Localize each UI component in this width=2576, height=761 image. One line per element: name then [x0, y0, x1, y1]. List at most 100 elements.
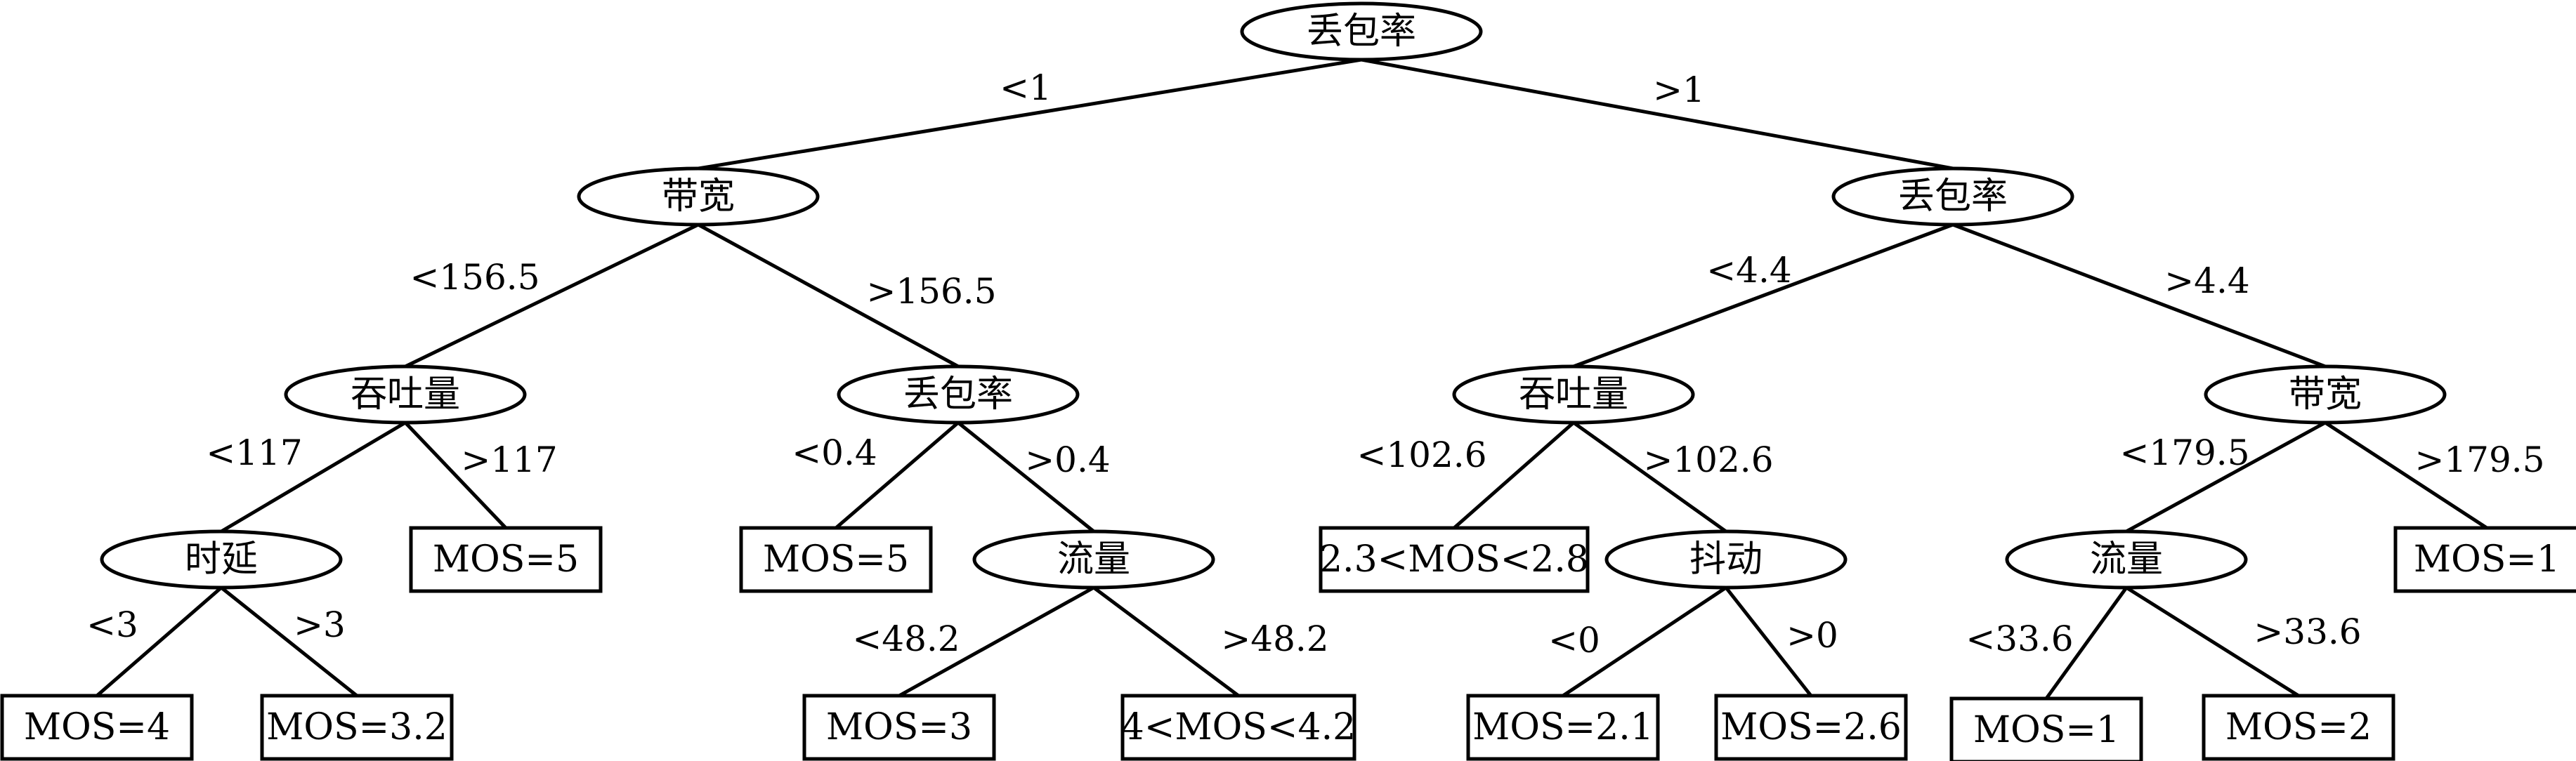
edge-label-n4-n10: >0.4: [1025, 439, 1110, 480]
edge-label-n10-n17: <48.2: [852, 618, 960, 659]
split-node-n2: 丢包率: [1831, 166, 2074, 227]
edge-label-n0-n1: <1: [1000, 67, 1052, 108]
node-label: MOS=3: [826, 706, 972, 748]
node-label: 丢包率: [903, 373, 1013, 416]
edge-label-n10-n18: >48.2: [1221, 618, 1328, 659]
node-label: MOS=5: [763, 538, 909, 581]
edge-line-n5-n12: [1572, 421, 1727, 534]
leaf-node-n17: MOS=3: [802, 694, 996, 761]
edge-line-n3-n7: [220, 421, 407, 534]
leaf-box: [1949, 696, 2143, 761]
leaf-node-n8: MOS=5: [409, 526, 603, 593]
edge-label-n6-n14: >179.5: [2414, 439, 2544, 480]
edge-label-n7-n15: <3: [86, 604, 138, 645]
edge-line-n4-n9: [835, 421, 960, 529]
leaf-node-n16: MOS=3.2: [260, 694, 454, 761]
node-label: MOS=1: [1973, 709, 2119, 751]
edge-line-n2-n5: [1573, 223, 1954, 369]
node-label: MOS=1: [2414, 538, 2560, 581]
node-label: 带宽: [662, 176, 735, 218]
edge-label-n0-n2: >1: [1653, 70, 1705, 110]
edge-label-n3-n8: >117: [461, 439, 557, 480]
edge-label-n1-n4: >156.5: [866, 271, 996, 312]
split-node-n3: 吞吐量: [284, 364, 527, 425]
split-ellipse: [2005, 529, 2248, 590]
split-ellipse: [1604, 529, 1848, 590]
split-ellipse: [1240, 1, 1483, 62]
edge-line-n13-n22: [2125, 585, 2300, 698]
node-label: 带宽: [2289, 373, 2362, 416]
leaf-box: [2202, 694, 2395, 761]
leaf-node-n9: MOS=5: [739, 526, 933, 593]
node-label: 时延: [185, 538, 258, 581]
edge-label-n5-n11: <102.6: [1356, 435, 1486, 475]
split-node-n1: 带宽: [577, 166, 820, 227]
edge-line-n10-n17: [898, 585, 1095, 698]
edge-label-n7-n16: >3: [294, 604, 346, 645]
leaf-node-n18: 4<MOS<4.2: [1120, 694, 1356, 761]
node-label: MOS=2.1: [1472, 706, 1654, 748]
split-node-n7: 时延: [100, 529, 343, 590]
node-label: 流量: [1057, 538, 1130, 581]
leaf-box: [1714, 694, 1908, 761]
edge-label-n13-n21: <33.6: [1966, 618, 2073, 659]
split-ellipse: [2204, 364, 2447, 425]
node-label: 吞吐量: [351, 373, 460, 416]
leaf-box: [1466, 694, 1660, 761]
edge-line-n12-n19: [1562, 585, 1727, 698]
edge-line-n3-n8: [404, 421, 507, 529]
edge-line-n7-n15: [96, 586, 223, 697]
edge-line-n0-n2: [1361, 58, 1954, 171]
node-label: 吞吐量: [1519, 373, 1628, 416]
edge-line-n13-n21: [2044, 586, 2129, 700]
leaf-node-n19: MOS=2.1: [1466, 694, 1660, 761]
split-ellipse: [100, 529, 343, 590]
node-label: 流量: [2090, 538, 2163, 581]
edge-label-n13-n22: >33.6: [2254, 611, 2361, 652]
node-label: 4<MOS<4.2: [1121, 706, 1356, 748]
leaf-box: [802, 694, 996, 761]
leaf-node-n22: MOS=2: [2202, 694, 2395, 761]
node-label: 丢包率: [1307, 11, 1416, 53]
split-node-n13: 流量: [2005, 529, 2248, 590]
node-label: 2.3<MOS<2.8: [1319, 538, 1589, 581]
node-label: MOS=2: [2225, 706, 2372, 748]
split-node-n12: 抖动: [1604, 529, 1848, 590]
split-node-n4: 丢包率: [837, 364, 1080, 425]
split-ellipse: [972, 529, 1215, 590]
edge-label-n5-n12: >102.6: [1643, 439, 1773, 480]
split-ellipse: [577, 166, 820, 227]
split-node-n0: 丢包率: [1240, 1, 1483, 62]
node-label: MOS=4: [24, 706, 170, 748]
node-label: MOS=3.2: [266, 706, 447, 748]
edge-line-n7-n16: [220, 586, 358, 697]
leaf-box: [260, 694, 454, 761]
edge-label-n2-n5: <4.4: [1706, 250, 1791, 291]
edge-line-n1-n3: [404, 223, 700, 369]
edge-line-n2-n6: [1952, 223, 2326, 369]
edge-line-n0-n1: [698, 58, 1362, 171]
leaf-box: [409, 526, 603, 593]
leaf-node-n21: MOS=1: [1949, 696, 2143, 761]
node-label: MOS=2.6: [1720, 706, 1902, 748]
split-node-n10: 流量: [972, 529, 1215, 590]
node-label: 丢包率: [1898, 176, 2008, 218]
edge-line-n12-n20: [1725, 586, 1812, 697]
edge-line-n10-n18: [1092, 585, 1240, 698]
edge-line-n6-n13: [2125, 421, 2327, 534]
leaf-node-n14: MOS=1: [2393, 526, 2576, 593]
edge-label-n4-n9: <0.4: [792, 432, 877, 473]
edge-label-n6-n13: <179.5: [2119, 432, 2249, 473]
leaf-node-n11: 2.3<MOS<2.8: [1319, 526, 1590, 593]
edge-line-n4-n10: [957, 421, 1095, 533]
split-node-n5: 吞吐量: [1452, 364, 1695, 425]
leaf-node-n20: MOS=2.6: [1714, 694, 1908, 761]
leaf-box: [1319, 526, 1590, 593]
leaf-box: [2393, 526, 2576, 593]
edge-line-n1-n4: [697, 223, 960, 369]
leaf-node-n15: MOS=4: [0, 694, 194, 761]
split-ellipse: [837, 364, 1080, 425]
edge-label-n2-n6: >4.4: [2164, 260, 2249, 301]
